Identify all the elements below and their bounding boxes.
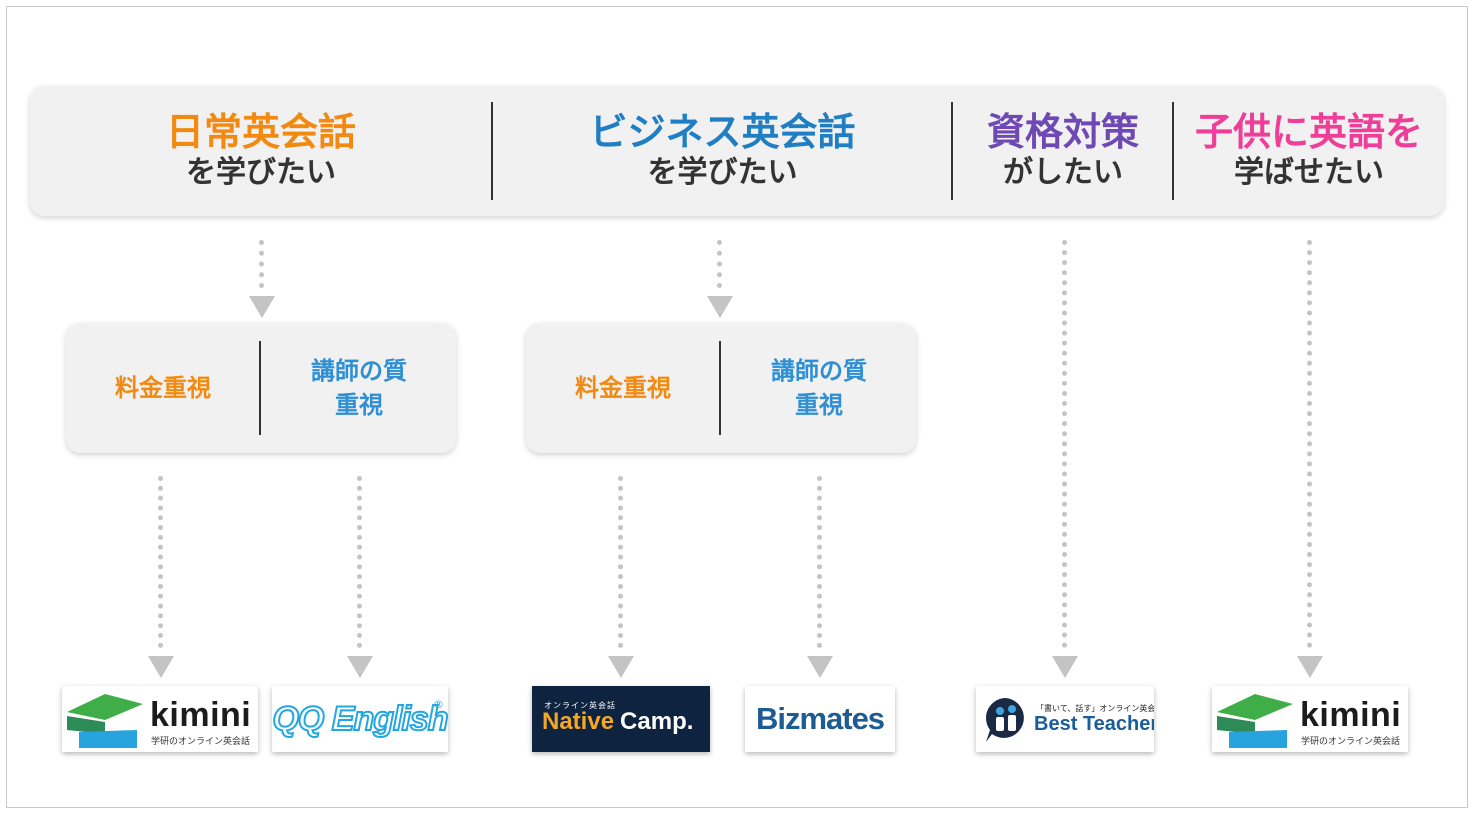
kimini-mark-icon xyxy=(1217,694,1293,748)
category-daily-conversation: 日常英会話 を学びたい xyxy=(30,86,492,216)
slide-frame xyxy=(6,6,1468,808)
divider xyxy=(1172,102,1174,200)
divider xyxy=(491,102,493,200)
bizmates-logo[interactable]: Bizmates xyxy=(745,686,895,752)
native-camp-word-native: Native xyxy=(542,708,615,735)
connector-dots xyxy=(1062,240,1067,648)
kimini-tagline: 学研のオンライン英会話 xyxy=(1301,737,1401,747)
divider xyxy=(259,341,261,435)
connector-dots xyxy=(357,476,362,648)
criteria-box-daily: 料金重視 講師の質 重視 xyxy=(66,323,456,453)
arrow-down-icon xyxy=(608,656,634,678)
arrow-down-icon xyxy=(148,656,174,678)
arrow-down-icon xyxy=(249,296,275,318)
bizmates-wordmark: Bizmates xyxy=(755,701,885,736)
best-teacher-wordmark: Best Teacher xyxy=(1034,713,1154,735)
category-bar: 日常英会話 を学びたい ビジネス英会話 を学びたい 資格対策 がしたい 子供に英… xyxy=(30,86,1444,216)
kimini-mark-icon xyxy=(67,694,143,748)
arrow-down-icon xyxy=(707,296,733,318)
category-title: 子供に英語を xyxy=(1194,110,1423,154)
kimini-tagline: 学研のオンライン英会話 xyxy=(151,737,251,747)
criteria-quality: 講師の質 重視 xyxy=(311,357,407,419)
kimini-wordmark: kimini xyxy=(150,696,252,734)
native-camp-tagline: オンライン英会話 xyxy=(544,701,616,710)
arrow-down-icon xyxy=(807,656,833,678)
category-business-conversation: ビジネス英会話 を学びたい xyxy=(493,86,952,216)
registered-mark: ® xyxy=(433,698,444,711)
category-subtitle: がしたい xyxy=(1003,155,1123,190)
best-teacher-logo[interactable]: 「書いて、話す」オンライン英会話 Best Teacher xyxy=(976,686,1154,752)
connector-dots xyxy=(817,476,822,648)
category-subtitle: を学びたい xyxy=(186,155,336,190)
category-title: 日常英会話 xyxy=(165,110,356,154)
criteria-box-business: 料金重視 講師の質 重視 xyxy=(526,323,916,453)
qq-english-logo[interactable]: QQ English ® xyxy=(272,686,448,752)
kimini-wordmark: kimini xyxy=(1300,696,1402,734)
category-title: 資格対策 xyxy=(986,110,1139,154)
arrow-down-icon xyxy=(1297,656,1323,678)
kimini-logo-kids[interactable]: kimini 学研のオンライン英会話 xyxy=(1212,686,1408,752)
best-teacher-tagline: 「書いて、話す」オンライン英会話 xyxy=(1036,704,1154,713)
qq-english-wordmark: QQ English xyxy=(272,699,448,739)
category-kids-english: 子供に英語を 学ばせたい xyxy=(1174,86,1444,216)
connector-dots xyxy=(618,476,623,648)
divider xyxy=(719,341,721,435)
connector-dots xyxy=(1307,240,1312,648)
connector-dots xyxy=(717,240,722,288)
category-subtitle: 学ばせたい xyxy=(1234,155,1384,190)
connector-dots xyxy=(259,240,264,288)
arrow-down-icon xyxy=(1052,656,1078,678)
category-title: ビジネス英会話 xyxy=(589,110,856,154)
connector-dots xyxy=(158,476,163,648)
best-teacher-mark-icon xyxy=(986,698,1024,742)
native-camp-word-camp: Camp. xyxy=(620,708,694,735)
arrow-down-icon xyxy=(347,656,373,678)
criteria-price: 料金重視 xyxy=(115,374,211,402)
divider xyxy=(951,102,953,200)
category-subtitle: を学びたい xyxy=(647,155,798,190)
criteria-quality: 講師の質 重視 xyxy=(771,357,867,419)
criteria-price: 料金重視 xyxy=(575,374,671,402)
kimini-logo[interactable]: kimini 学研のオンライン英会話 xyxy=(62,686,258,752)
category-certification: 資格対策 がしたい xyxy=(953,86,1173,216)
